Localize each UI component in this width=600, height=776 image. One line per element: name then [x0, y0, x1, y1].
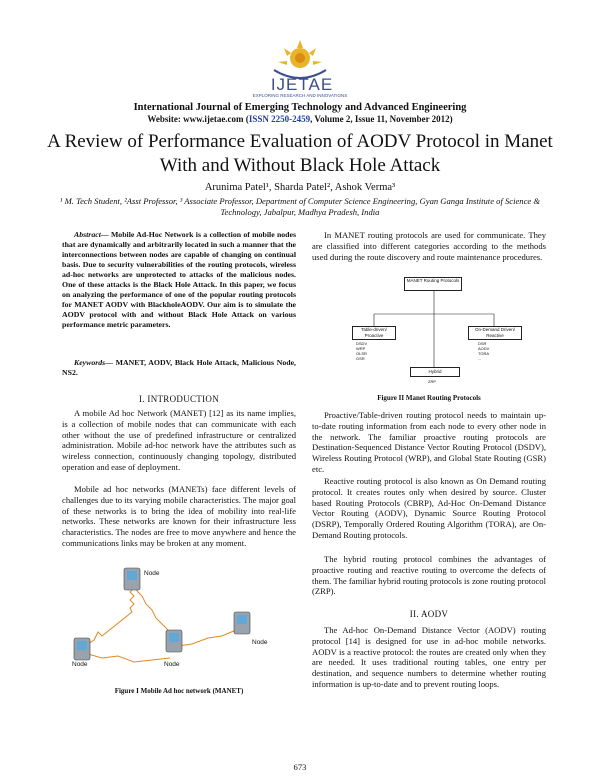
node-label: Node: [144, 570, 160, 577]
paper-authors: Arunima Patel¹, Sharda Patel², Ashok Ver…: [204, 182, 396, 193]
intro-paragraph-1: A mobile Ad hoc Network (MANET) [12] as …: [62, 408, 296, 473]
hybrid-paragraph: The hybrid routing protocol combines the…: [312, 554, 546, 597]
node-label: Node: [164, 661, 180, 668]
reactive-text: Reactive routing protocol is also known …: [312, 476, 546, 540]
reactive-box: On-Demand Driven/ Reactive: [468, 326, 522, 340]
figure-manet-diagram: [73, 567, 251, 663]
abstract-label: Abstract—: [74, 230, 109, 239]
proactive-paragraph: Proactive/Table-driven routing protocol …: [312, 410, 546, 475]
protocol-item: DSDV: [356, 341, 368, 346]
paper-title: A Review of Performance Evaluation of AO…: [47, 131, 553, 176]
figure-routing-protocols-diagram: [373, 290, 495, 368]
routing-intro-text: In MANET routing protocols are used for …: [312, 230, 546, 262]
aodv-text: The Ad-hoc On-Demand Distance Vector (AO…: [312, 625, 546, 689]
protocol-item: AODV: [478, 346, 490, 351]
issn-link[interactable]: ISSN 2250-2459: [248, 114, 311, 124]
aodv-paragraph: The Ad-hoc On-Demand Distance Vector (AO…: [312, 625, 546, 690]
node-device-icon: [123, 567, 141, 591]
hybrid-text: The hybrid routing protocol combines the…: [312, 554, 546, 597]
hybrid-box: Hybrid: [410, 367, 460, 377]
section-heading-aodv: II. AODV: [409, 609, 449, 619]
intro-paragraph-2: Mobile ad hoc networks (MANETs) face dif…: [62, 484, 296, 549]
proactive-protocol-list: DSDV WRP OLSR GSR: [356, 341, 367, 361]
protocol-item: ZRP: [428, 379, 436, 384]
figure-2-caption: Figure II Manet Routing Protocols: [377, 394, 481, 402]
keywords-text: MANET, AODV, Black Hole Attack, Maliciou…: [62, 358, 296, 377]
journal-website: Website: www.ijetae.com (ISSN 2250-2459,…: [0, 114, 600, 124]
logo-text: IJETAE: [270, 75, 334, 94]
protocol-item: GSR: [356, 356, 365, 361]
page-number: 673: [293, 762, 307, 772]
reactive-paragraph: Reactive routing protocol is also known …: [312, 476, 546, 541]
protocol-item: OLSR: [356, 351, 367, 356]
journal-logo-icon: [273, 40, 327, 79]
node-label: Node: [252, 639, 268, 646]
proactive-box: Table-driven/ Proactive: [352, 326, 396, 340]
proactive-text: Proactive/Table-driven routing protocol …: [312, 410, 546, 474]
keywords-label: Keywords—: [74, 358, 113, 367]
protocol-item: TORA: [478, 351, 490, 356]
node-label: Node: [72, 661, 88, 668]
protocol-item: WRP: [356, 346, 366, 351]
reactive-protocol-list: DSR AODV TORA ...: [478, 341, 489, 361]
node-device-icon: [233, 611, 251, 635]
node-device-icon: [73, 637, 91, 661]
hybrid-protocol-list: ZRP: [428, 379, 436, 384]
routing-intro-paragraph: In MANET routing protocols are used for …: [312, 230, 546, 262]
routing-root-box: MANET Routing Protocols: [404, 277, 462, 291]
abstract-text: Mobile Ad-Hoc Network is a collection of…: [62, 230, 297, 329]
section-heading-introduction: I. INTRODUCTION: [139, 394, 219, 404]
website-suffix: , Volume 2, Issue 11, November 2012): [310, 114, 453, 124]
website-prefix: Website: www.ijetae.com (: [147, 114, 249, 124]
keywords: Keywords— MANET, AODV, Black Hole Attack…: [62, 358, 296, 378]
logo-tagline: EXPLORING RESEARCH AND INNOVATIONS: [252, 93, 348, 98]
journal-name: International Journal of Emerging Techno…: [133, 102, 467, 113]
figure-1-caption: Figure I Mobile Ad hoc network (MANET): [114, 687, 244, 695]
intro-text-1: A mobile Ad hoc Network (MANET) [12] as …: [62, 408, 296, 472]
paper-affiliation: ¹ M. Tech Student, ²Asst Professor, ³ As…: [59, 196, 541, 217]
protocol-item: DSR: [478, 341, 487, 346]
node-device-icon: [165, 629, 183, 653]
intro-text-2: Mobile ad hoc networks (MANETs) face dif…: [62, 484, 296, 548]
abstract: Abstract— Mobile Ad-Hoc Network is a col…: [62, 230, 296, 330]
protocol-item: ...: [478, 356, 482, 361]
